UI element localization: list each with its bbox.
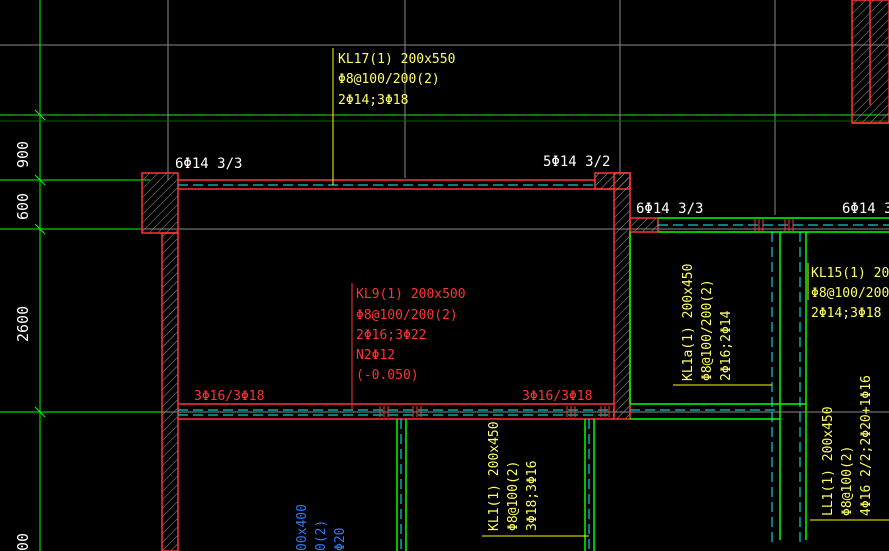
beam-outlines xyxy=(396,217,889,551)
beam-label-blue[interactable]: 00x400 0(2) Φ20 xyxy=(295,504,348,551)
kl1-line3: 3Φ18;3Φ16 xyxy=(525,461,540,531)
ll1-line3: 4Φ16 2/2;2Φ20+1Φ16 xyxy=(859,375,874,516)
kl17-line3: 2Φ14;3Φ18 xyxy=(338,93,408,108)
kl1-line1: KL1(1) 200x450 xyxy=(487,421,502,531)
dimension-ticks xyxy=(34,109,46,418)
dimension-00: 00 xyxy=(14,533,32,551)
kl1-line2: Φ8@100(2) xyxy=(506,461,521,531)
beam-label-kl1[interactable]: KL1(1) 200x450 Φ8@100(2) 3Φ18;3Φ16 xyxy=(487,421,540,531)
kl1a-line3: 2Φ16;2Φ14 xyxy=(719,310,734,381)
bottom-rebar-right: 3Φ16/3Φ18 xyxy=(522,389,592,404)
kl9-line5: (-0.050) xyxy=(356,368,419,383)
kl9-line4: N2Φ12 xyxy=(356,348,395,363)
leader-lines xyxy=(332,48,889,537)
beam-dashed-lines xyxy=(178,184,889,551)
beam-label-kl1a[interactable]: KL1a(1) 200x450 Φ8@100/200(2) 2Φ16;2Φ14 xyxy=(681,264,734,381)
dimension-600: 600 xyxy=(14,193,32,220)
kl17-line2: Φ8@100/200(2) xyxy=(338,72,440,87)
blue-line1: 00x400 xyxy=(295,504,310,551)
kl1a-line2: Φ8@100/200(2) xyxy=(700,279,715,381)
kl9-line3: 2Φ16;3Φ22 xyxy=(356,328,426,343)
ll1-line2: Φ8@100(2) xyxy=(840,446,855,516)
beam-label-kl17[interactable]: KL17(1) 200x550 Φ8@100/200(2) 2Φ14;3Φ18 xyxy=(338,52,455,108)
blue-line3: Φ20 xyxy=(333,528,348,551)
bottom-rebar-labels: 3Φ16/3Φ18 3Φ16/3Φ18 xyxy=(194,389,592,404)
beam-label-ll1[interactable]: LL1(1) 200x450 Φ8@100(2) 4Φ16 2/2;2Φ20+1… xyxy=(821,375,874,516)
kl9-line1: KL9(1) 200x500 xyxy=(356,287,466,302)
top-rebar-right2: 6Φ14 3/ xyxy=(842,201,889,217)
dimension-2600: 2600 xyxy=(14,306,32,342)
kl15-line2: Φ8@100/200 xyxy=(811,286,889,301)
top-rebar-right1: 6Φ14 3/3 xyxy=(636,201,703,217)
top-rebar-left: 6Φ14 3/3 xyxy=(175,156,242,172)
kl15-line1: KL15(1) 200 xyxy=(811,266,889,281)
wall-outlines xyxy=(178,0,889,420)
beam-label-kl9[interactable]: KL9(1) 200x500 Φ8@100/200(2) 2Φ16;3Φ22 N… xyxy=(356,287,466,383)
hatched-columns xyxy=(141,0,889,551)
section-ticks xyxy=(379,219,794,417)
bottom-rebar-left: 3Φ16/3Φ18 xyxy=(194,389,264,404)
kl9-line2: Φ8@100/200(2) xyxy=(356,308,458,323)
top-rebar-labels: 6Φ14 3/3 5Φ14 3/2 6Φ14 3/3 6Φ14 3/ xyxy=(175,154,889,217)
blue-line2: 0(2) xyxy=(314,520,329,551)
kl15-line3: 2Φ14;3Φ18 xyxy=(811,306,881,321)
kl17-line1: KL17(1) 200x550 xyxy=(338,52,455,67)
dimension-900: 900 xyxy=(14,141,32,168)
ll1-line1: LL1(1) 200x450 xyxy=(821,406,836,516)
kl1a-line1: KL1a(1) 200x450 xyxy=(681,264,696,381)
top-rebar-mid: 5Φ14 3/2 xyxy=(543,154,610,170)
beam-label-kl15[interactable]: KL15(1) 200 Φ8@100/200 2Φ14;3Φ18 xyxy=(811,266,889,321)
